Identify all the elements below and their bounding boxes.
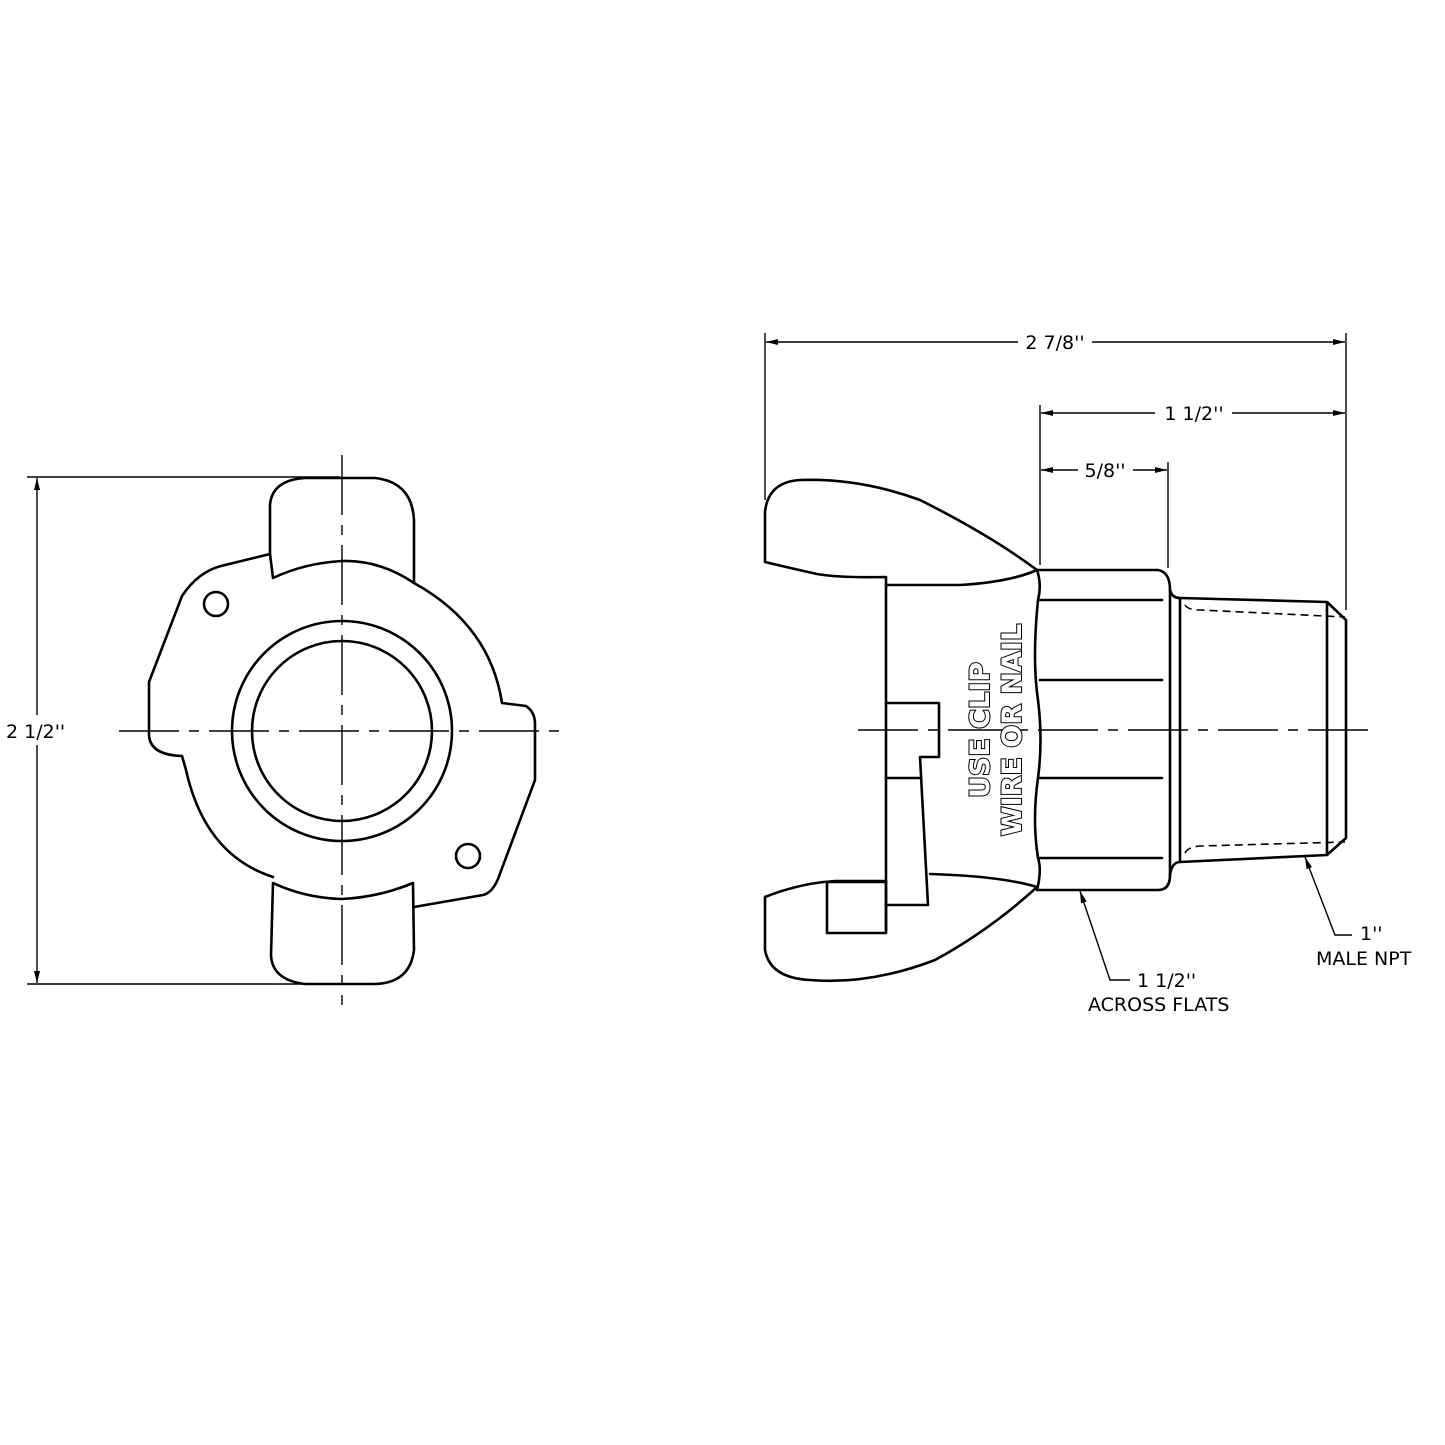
clip-hole (202, 590, 230, 618)
jaw-inner-edge (884, 568, 1039, 587)
locking-slot (884, 701, 941, 907)
bottom-jaw (763, 879, 1039, 983)
embossed-text-line-2: WIRE OR NAIL (996, 623, 1029, 837)
threaded-nipple (1168, 588, 1348, 877)
embossed-text-line-1: USE CLIP (964, 661, 997, 799)
hex-leader (1079, 890, 1130, 981)
jaw-lug (825, 880, 888, 935)
outer-bore-ring (230, 619, 454, 843)
top-lug (268, 476, 416, 585)
height-dimension-label: 2 1/2'' (6, 721, 65, 743)
hex-flats (1038, 598, 1164, 860)
thread-callout-value: 1'' (1360, 923, 1383, 945)
thread-hidden-line (1184, 841, 1346, 854)
jaw-inner-edge (928, 872, 1039, 889)
hex-callout-note: ACROSS FLATS (1088, 994, 1229, 1016)
svg-text:WIRE OR NAIL: WIRE OR NAIL (997, 624, 1028, 836)
overall-length-label: 2 7/8'' (1025, 332, 1084, 354)
bottom-lug (269, 881, 416, 986)
hex-callout-value: 1 1/2'' (1137, 970, 1196, 992)
flange-outline (147, 552, 537, 909)
top-jaw (763, 478, 1039, 932)
front-view: 2 1/2'' (6, 455, 567, 1005)
svg-text:USE CLIP: USE CLIP (965, 662, 996, 798)
clip-hole (454, 842, 482, 870)
hex-length-label: 5/8'' (1084, 460, 1125, 482)
thread-leader (1304, 856, 1352, 936)
side-view: USE CLIP WIRE OR NAIL 2 7/8'' 1 1/2'' 5/… (763, 332, 1412, 1016)
inner-bore (250, 639, 434, 823)
hex-and-thread-length-label: 1 1/2'' (1164, 403, 1223, 425)
thread-callout-note: MALE NPT (1316, 948, 1412, 970)
thread-hidden-line (1184, 604, 1346, 618)
